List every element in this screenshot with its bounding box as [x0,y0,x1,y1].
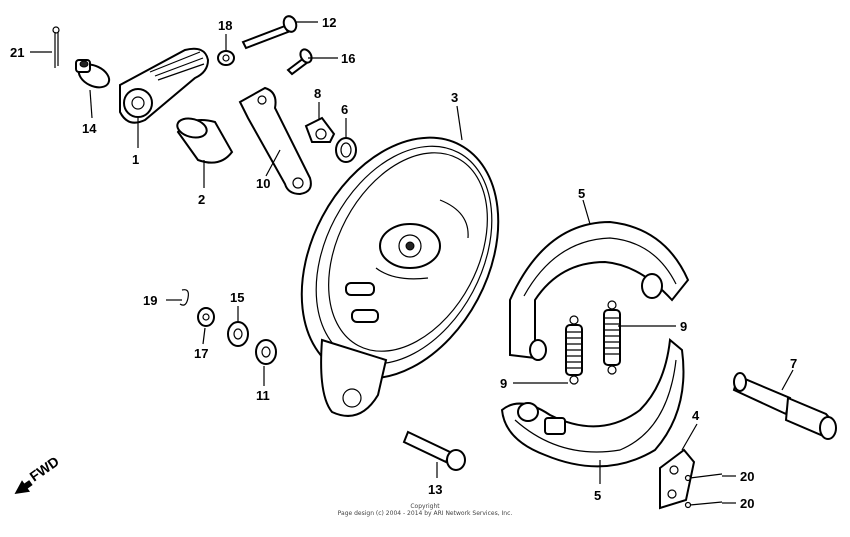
arrow-icon [14,480,33,495]
fwd-indicator: FWD [14,453,62,495]
part-15-washer [227,321,249,347]
part-21-cotter-pin [52,26,60,68]
callout-12: 12 [322,15,336,30]
part-16-bolt [286,48,313,76]
part-19-clip [179,289,189,306]
callout-5-upper: 5 [578,186,585,201]
callout-6: 6 [341,102,348,117]
callout-14: 14 [82,121,97,136]
leader-lines [30,21,794,504]
callout-11: 11 [256,388,270,403]
part-9-spring-right [603,300,621,375]
callout-18: 18 [218,18,232,33]
part-5-brake-shoe-upper [509,220,690,361]
callout-20-lower: 20 [740,496,754,511]
part-18-nut [217,50,235,66]
copyright-line-2: Page design (c) 2004 - 2014 by ARI Netwo… [337,510,513,517]
callout-19: 19 [143,293,157,308]
part-20-cotter-pin-lower [684,501,723,509]
callout-8: 8 [314,86,321,101]
callout-labels: 1 2 3 4 5 5 6 7 8 9 9 10 11 12 13 14 15 … [10,15,797,511]
callout-7: 7 [790,356,797,371]
callout-13: 13 [428,482,442,497]
part-13-anchor-pin [402,430,466,471]
part-2-collar [176,117,234,164]
part-1-brake-arm [119,47,210,124]
part-14-joint-pin [75,59,111,89]
callout-16: 16 [341,51,355,66]
part-3-brake-panel [300,136,500,417]
part-11-nut [255,339,277,365]
part-17-nut [197,307,215,327]
part-4-plate [659,448,696,510]
fwd-label: FWD [27,453,62,484]
copyright-notice: Copyright Page design (c) 2004 - 2014 by… [0,503,850,517]
callout-1: 1 [132,152,139,167]
callout-4: 4 [692,408,700,423]
callout-20-upper: 20 [740,469,754,484]
callout-21: 21 [10,45,24,60]
part-8-indicator-plate [304,116,336,143]
part-10-torque-link [238,86,312,196]
copyright-line-1: Copyright [410,503,440,510]
callout-9-right: 9 [680,319,687,334]
part-7-brake-cam [732,372,837,440]
callout-2: 2 [198,192,205,207]
callout-5-lower: 5 [594,488,601,503]
part-12-bolt [241,15,298,50]
callout-17: 17 [194,346,208,361]
callout-3: 3 [451,90,458,105]
callout-15: 15 [230,290,244,305]
callout-10: 10 [256,176,270,191]
part-20-cotter-pin-upper [684,473,723,482]
part-9-spring-left [565,315,583,385]
part-5-brake-shoe-lower [500,338,685,468]
callout-9-left: 9 [500,376,507,391]
part-6-dust-seal [335,137,357,163]
